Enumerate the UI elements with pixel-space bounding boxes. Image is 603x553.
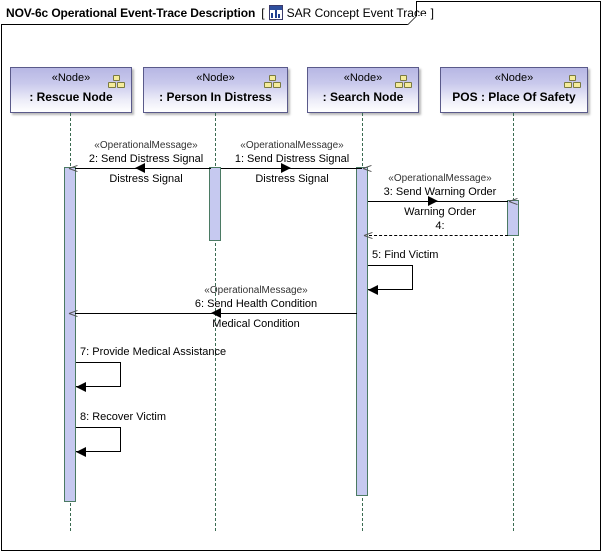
lifeline-stereotype: «Node» — [51, 72, 91, 84]
message-2-signal: Distress Signal — [109, 173, 183, 185]
lifeline-person-in-distress — [215, 113, 216, 531]
frame-subtitle: [ SAR Concept Event Trace ] — [261, 5, 434, 20]
message-3-endpoint-arrow — [500, 196, 518, 206]
node-icon — [108, 75, 125, 89]
activation-bar-rescue-node[interactable] — [64, 167, 76, 502]
message-4-label: 4: — [435, 220, 445, 232]
bracket-open: [ — [261, 5, 265, 20]
message-4-arrowhead — [363, 230, 373, 240]
message-6-arrowhead — [211, 308, 221, 318]
message-6-endpoint-arrow — [68, 308, 78, 318]
message-7-label: 7: Provide Medical Assistance — [80, 346, 227, 358]
message-3-arrowhead — [428, 196, 438, 206]
message-3-stereotype: «OperationalMessage» — [388, 173, 492, 184]
nov-document-icon — [268, 5, 283, 20]
lifeline-head-person-in-distress[interactable]: «Node» : Person In Distress — [143, 67, 288, 113]
message-3-line[interactable] — [368, 201, 508, 202]
lifeline-name: : Rescue Node — [29, 90, 113, 104]
message-2-arrowhead — [135, 163, 145, 173]
lifeline-name: : Person In Distress — [159, 90, 272, 104]
message-6-label: 6: Send Health Condition — [194, 298, 318, 310]
bracket-close: ] — [430, 5, 434, 20]
frame-header-tab: NOV-6c Operational Event-Trace Descripti… — [1, 1, 434, 25]
lifeline-name: POS : Place Of Safety — [452, 90, 576, 104]
message-3-label: 3: Send Warning Order — [383, 186, 497, 198]
activation-bar-search-node[interactable] — [356, 167, 368, 496]
message-2-label: 2: Send Distress Signal — [88, 153, 204, 165]
message-1-endpoint-arrow — [354, 163, 372, 173]
lifeline-stereotype: «Node» — [494, 72, 534, 84]
message-5-self-loop[interactable] — [368, 265, 413, 290]
lifeline-stereotype: «Node» — [196, 72, 235, 84]
lifeline-place-of-safety — [513, 113, 514, 531]
frame-title: NOV-6c Operational Event-Trace Descripti… — [6, 5, 256, 20]
message-2-stereotype: «OperationalMessage» — [94, 140, 198, 151]
message-5-arrowhead — [368, 285, 378, 295]
lifeline-name: : Search Node — [322, 90, 404, 104]
message-6-stereotype: «OperationalMessage» — [204, 285, 308, 296]
message-6-signal: Medical Condition — [212, 318, 300, 330]
message-1-line[interactable] — [221, 168, 362, 169]
message-8-self-loop[interactable] — [76, 427, 121, 452]
lifeline-head-search-node[interactable]: «Node» : Search Node — [307, 67, 419, 113]
message-1-signal: Distress Signal — [255, 173, 329, 185]
lifeline-head-rescue-node[interactable]: «Node» : Rescue Node — [10, 67, 132, 113]
lifeline-head-place-of-safety[interactable]: «Node» POS : Place Of Safety — [440, 67, 588, 113]
message-2-endpoint-arrow — [68, 163, 78, 173]
message-4-line[interactable] — [369, 235, 508, 236]
activation-bar-person-in-distress[interactable] — [209, 167, 221, 241]
message-5-label: 5: Find Victim — [372, 249, 439, 261]
message-1-arrowhead — [281, 163, 291, 173]
diagram-name: SAR Concept Event Trace — [286, 5, 427, 20]
message-8-label: 8: Recover Victim — [80, 411, 166, 423]
message-7-self-loop[interactable] — [76, 362, 121, 387]
lifeline-stereotype: «Node» — [343, 72, 383, 84]
node-icon — [395, 75, 412, 89]
message-7-arrowhead — [76, 382, 86, 392]
node-icon — [564, 75, 581, 89]
message-1-label: 1: Send Distress Signal — [234, 153, 350, 165]
message-8-arrowhead — [76, 447, 86, 457]
message-1-stereotype: «OperationalMessage» — [240, 140, 344, 151]
node-icon — [264, 75, 281, 89]
activation-bar-place-of-safety[interactable] — [507, 200, 519, 236]
message-3-signal: Warning Order — [404, 206, 476, 218]
